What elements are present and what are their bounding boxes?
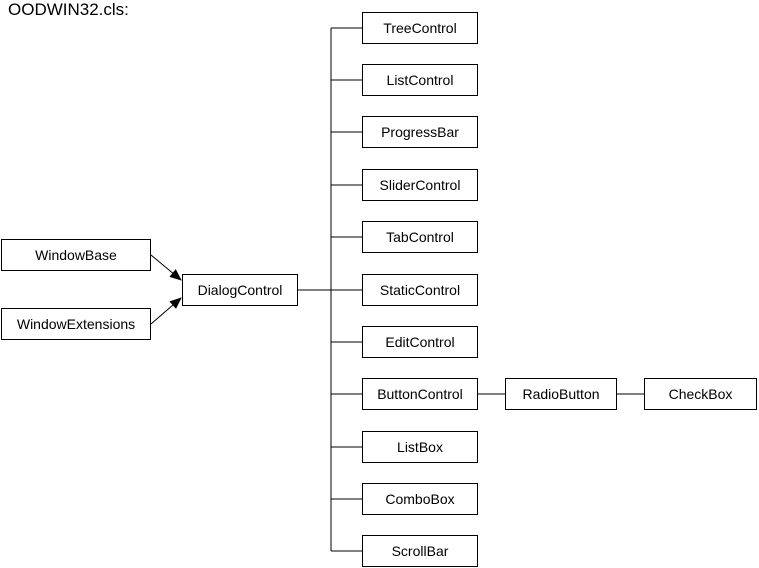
edge-windowbase-dialogcontrol [150, 254, 182, 281]
node-dialogcontrol: DialogControl [182, 274, 298, 306]
node-listcontrol: ListControl [362, 64, 478, 96]
diagram-title: OODWIN32.cls: [8, 0, 129, 19]
node-treecontrol: TreeControl [362, 12, 478, 44]
node-editcontrol: EditControl [362, 326, 478, 358]
node-progressbar: ProgressBar [362, 116, 478, 148]
edge-windowextensions-dialogcontrol [150, 297, 182, 325]
node-buttoncontrol: ButtonControl [362, 378, 478, 410]
node-staticcontrol: StaticControl [362, 274, 478, 306]
node-scrollbar: ScrollBar [362, 535, 478, 567]
node-windowextensions: WindowExtensions [1, 308, 151, 340]
node-radiobutton: RadioButton [505, 378, 617, 410]
node-slidercontrol: SliderControl [362, 169, 478, 201]
node-checkbox: CheckBox [644, 378, 757, 410]
node-tabcontrol: TabControl [362, 221, 478, 253]
node-listbox: ListBox [362, 431, 478, 463]
node-windowbase: WindowBase [1, 239, 151, 271]
node-combobox: ComboBox [362, 483, 478, 515]
